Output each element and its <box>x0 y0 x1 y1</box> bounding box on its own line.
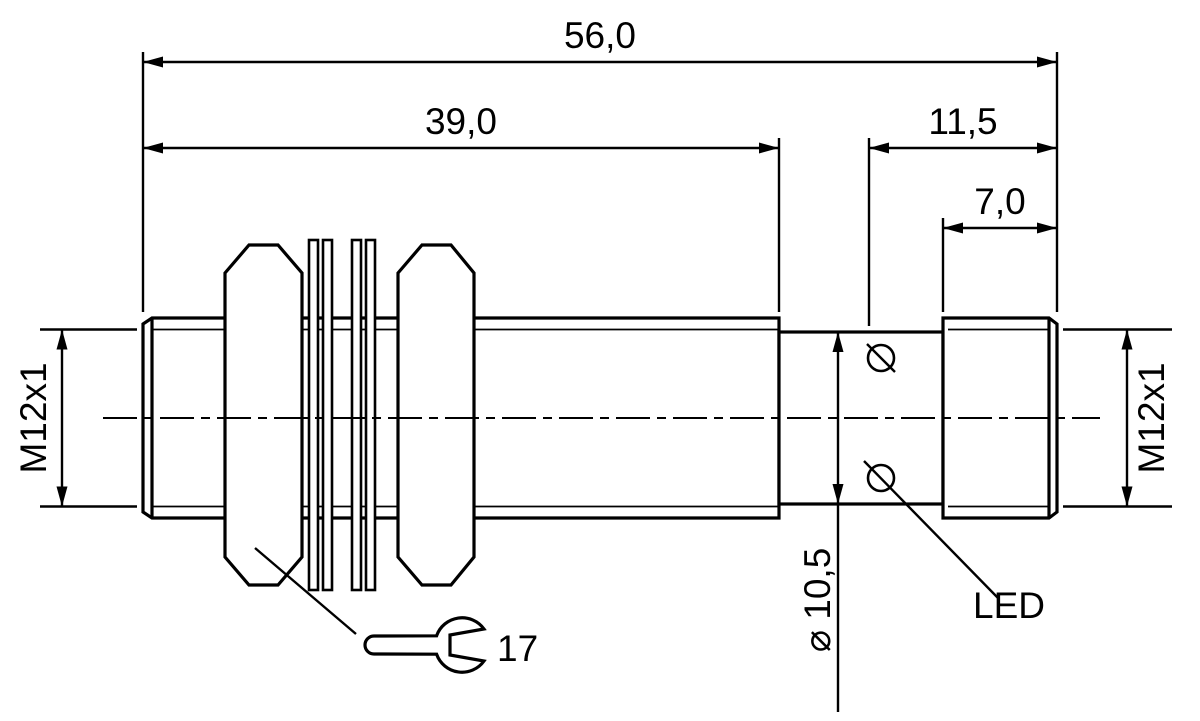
lock-washer-1 <box>307 238 320 592</box>
dimension-connector-length: 11,5 <box>867 101 1057 326</box>
wrench-callout: 17 <box>254 547 538 674</box>
arrowhead-up <box>832 332 844 352</box>
dimension-barrel-length: 39,0 <box>143 101 781 312</box>
lock-washer-3 <box>350 238 363 592</box>
arrowhead-left <box>943 222 963 234</box>
dimension-connector-thread-length: 7,0 <box>941 181 1057 312</box>
led-leader-line <box>863 460 999 599</box>
led-label: LED <box>973 585 1045 626</box>
thread-left-label: M12x1 <box>13 362 54 473</box>
arrowhead-right <box>759 142 779 154</box>
lock-washer-4 <box>364 238 377 592</box>
dimension-thread-right: M12x1 <box>1063 328 1172 508</box>
wrench-size-label: 17 <box>497 628 538 669</box>
thread-right-label: M12x1 <box>1131 362 1172 473</box>
hex-nut-1 <box>223 243 304 587</box>
led-callout: LED <box>863 460 1045 626</box>
wrench-icon <box>363 616 487 674</box>
arrowhead-down <box>56 486 68 507</box>
arrowhead-left <box>143 142 163 154</box>
arrowhead-right <box>1037 142 1057 154</box>
dimension-diameter: ⌀ 10,5 <box>797 332 844 712</box>
dimension-thread-left: M12x1 <box>13 328 137 508</box>
arrowhead-down <box>832 484 844 504</box>
dimension-overall-length: 56,0 <box>141 15 1059 312</box>
hex-nut-2 <box>396 243 476 587</box>
arrowhead-right <box>1037 222 1057 234</box>
diameter-label: ⌀ 10,5 <box>797 548 838 653</box>
arrowhead-right <box>1037 56 1057 68</box>
wrench-leader-line <box>254 547 357 635</box>
arrowhead-left <box>869 142 889 154</box>
arrowhead-up <box>1121 329 1133 350</box>
dim-7-label: 7,0 <box>974 181 1025 222</box>
sensor-body <box>103 238 1100 592</box>
led-hole-top-slash <box>866 343 896 373</box>
dim-11-5-label: 11,5 <box>928 101 997 142</box>
dim-56-label: 56,0 <box>564 15 636 56</box>
arrowhead-left <box>143 56 163 68</box>
lock-washer-2 <box>321 238 334 592</box>
arrowhead-down <box>1121 486 1133 507</box>
arrowhead-up <box>56 329 68 350</box>
dim-39-label: 39,0 <box>425 101 497 142</box>
